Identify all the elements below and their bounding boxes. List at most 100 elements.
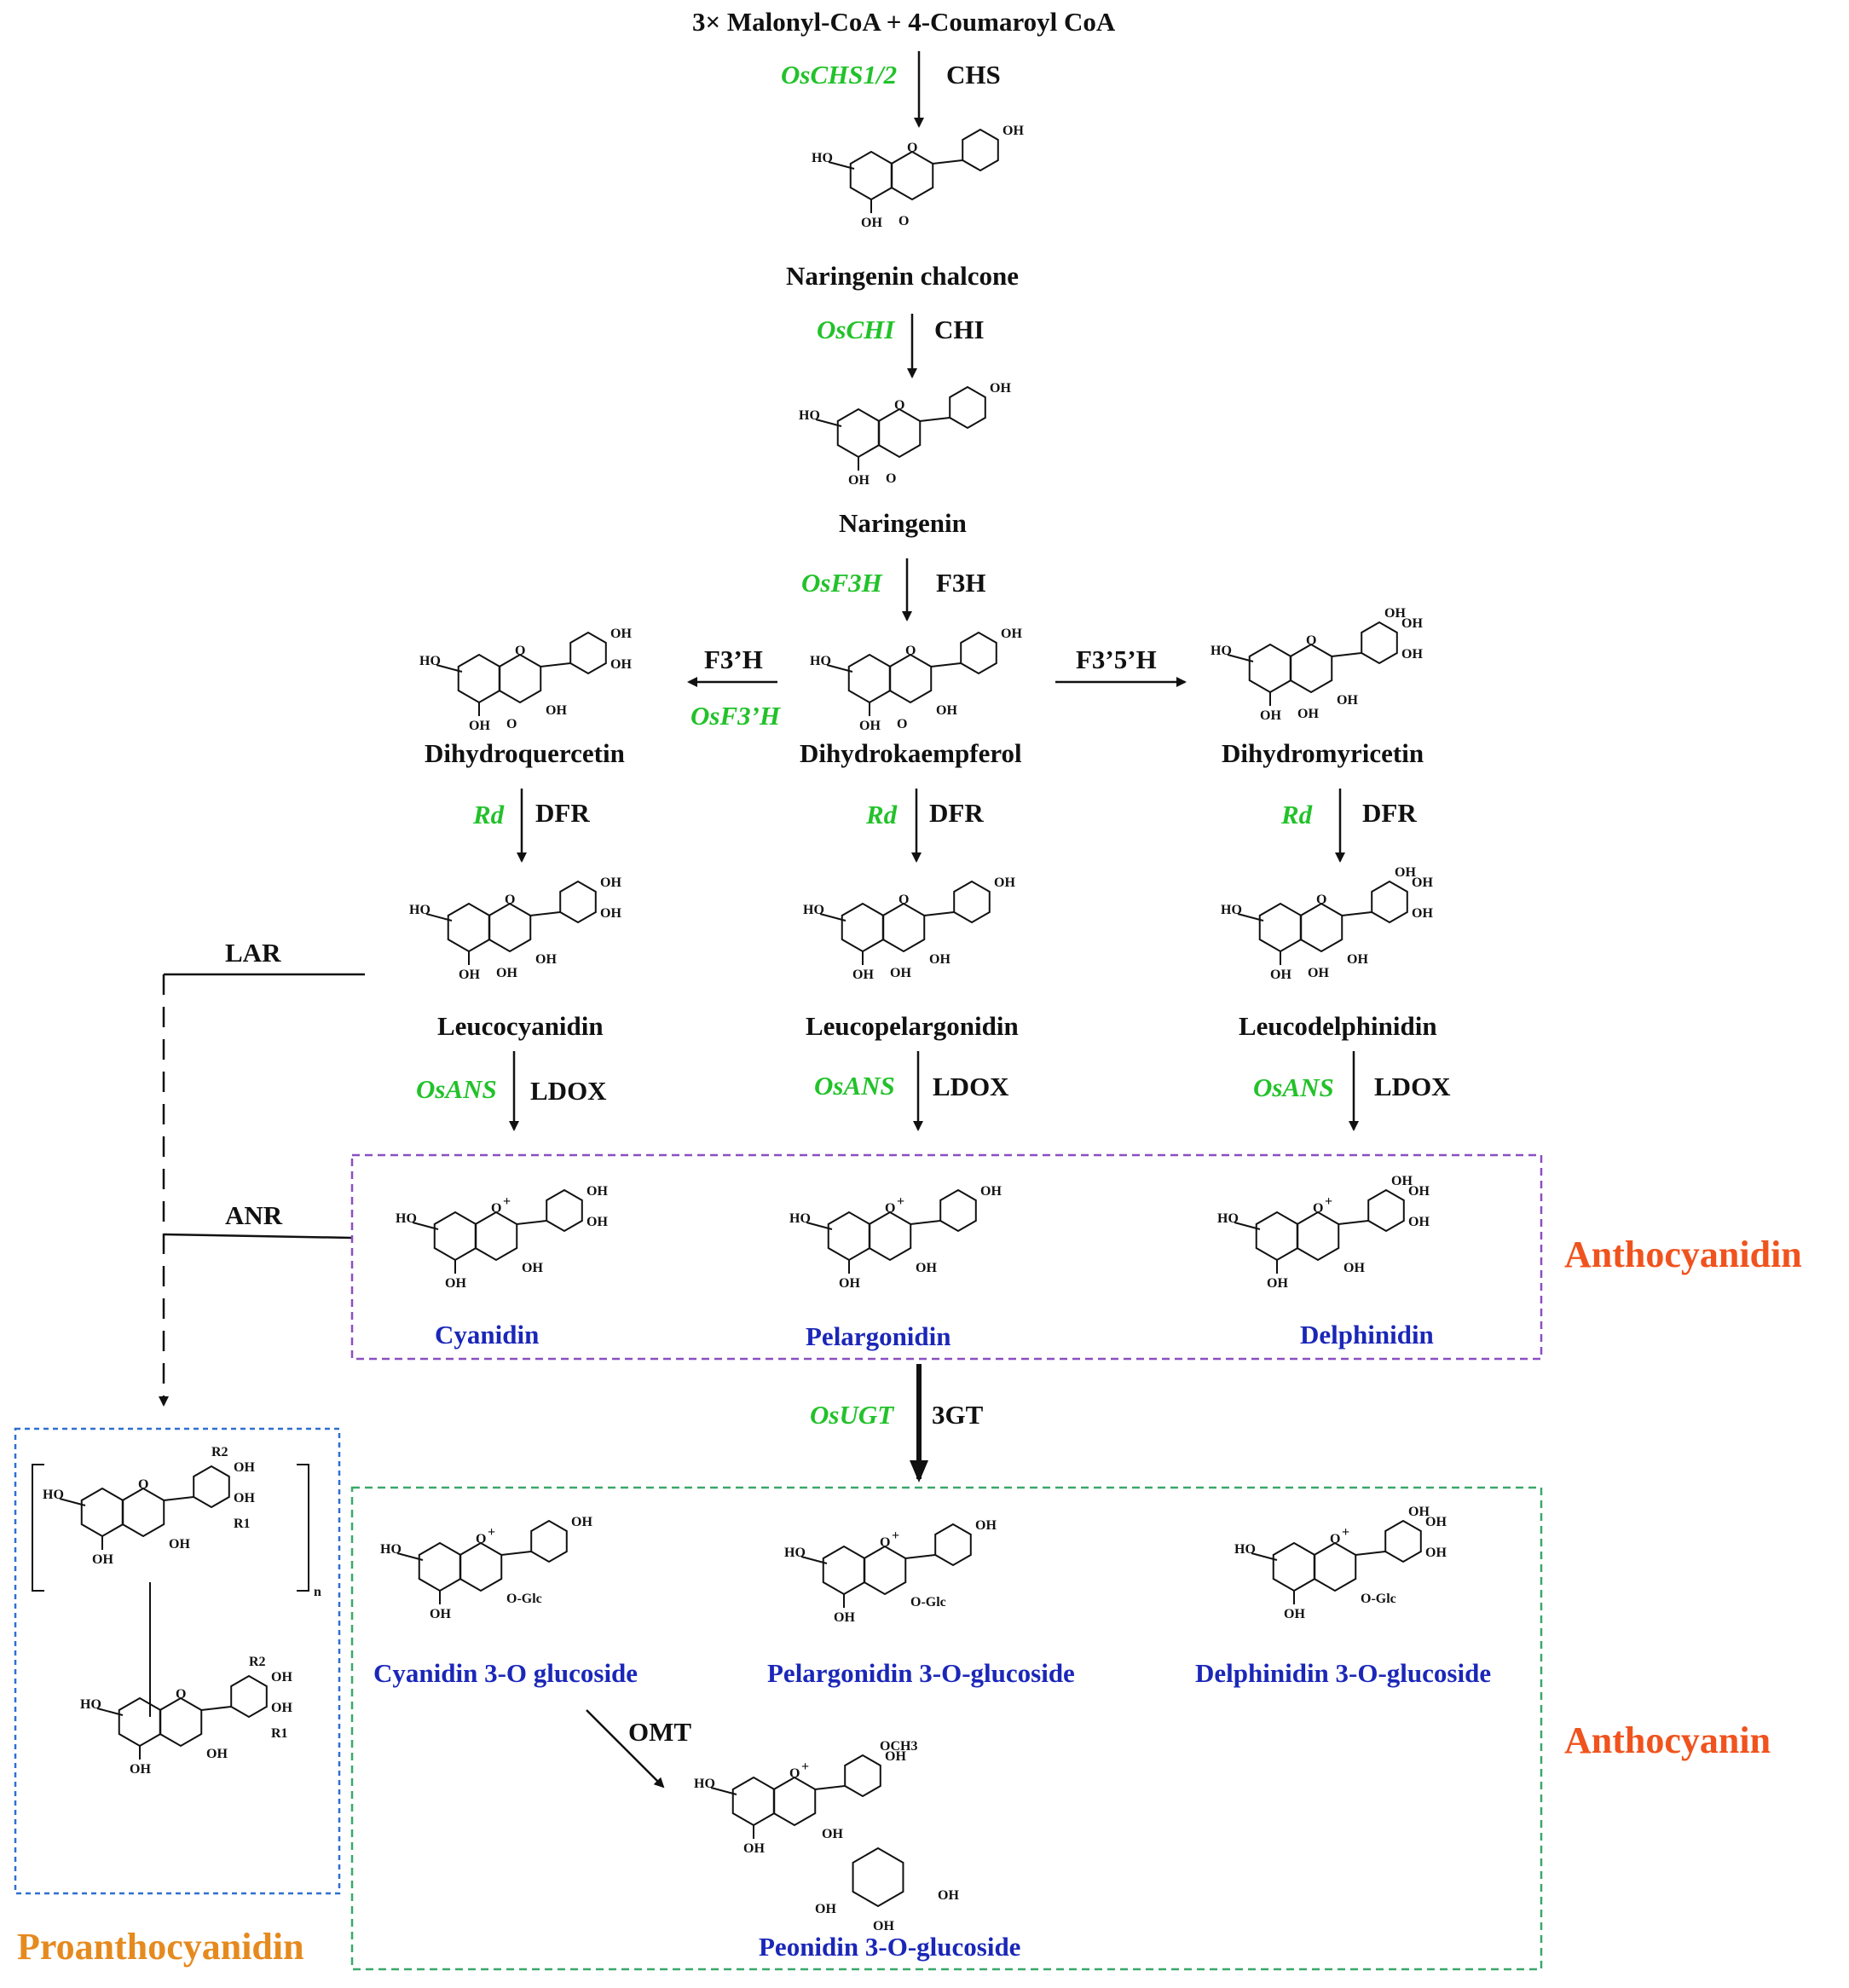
leucopelargonidin-structure-o-label: O bbox=[898, 893, 909, 907]
proanthocyanidin-upper-structure-oh5-label: OH bbox=[92, 1552, 113, 1567]
glucose-oh2-label: OH bbox=[822, 1827, 843, 1841]
dihydroquercetin-structure-o-label: O bbox=[515, 644, 525, 658]
proanthocyanidin-lower-structure-oh4p-label: OH bbox=[271, 1670, 292, 1685]
delphinidin-structure-oh4p-label: OH bbox=[1408, 1184, 1430, 1199]
peonidin-och3-label: OCH3 bbox=[880, 1739, 917, 1754]
proanthocyanidin-box bbox=[14, 1427, 341, 1895]
dihydrokaempferol-structure-oh3-label: OH bbox=[936, 703, 957, 718]
pelargonidin-3g-structure-oh5-label: OH bbox=[834, 1610, 855, 1625]
leucodelphinidin-structure-o-label: O bbox=[1316, 893, 1326, 907]
leucocyanidin-structure-ho-label: HO bbox=[409, 903, 430, 917]
leucopelargonidin-structure-oh5-label: OH bbox=[852, 968, 874, 982]
leucocyanidin-structure-oh3-label: OH bbox=[535, 952, 557, 967]
leucodelphinidin-structure-c4-label: OH bbox=[1308, 966, 1329, 980]
compound-leucocyanidin: Leucocyanidin bbox=[437, 1011, 604, 1041]
leucocyanidin-structure-oh4p-label: OH bbox=[600, 876, 621, 890]
dihydromyricetin-structure-ho-label: HO bbox=[1211, 644, 1232, 658]
enzyme-f3ph: F3’H bbox=[704, 644, 763, 674]
delphinidin-structure-ho-label: HO bbox=[1217, 1211, 1239, 1226]
dihydroquercetin-structure-oh4p-label: OH bbox=[610, 627, 632, 641]
proanthocyanidin-upper-structure-oh3p-label: OH bbox=[234, 1491, 255, 1505]
compound-cyanidin-3g: Cyanidin 3-O glucoside bbox=[373, 1658, 638, 1688]
pa-upper-r1-label: R1 bbox=[234, 1517, 251, 1531]
delphinidin-3g-structure-plus-label: + bbox=[1342, 1525, 1349, 1540]
anthocyanidin-box bbox=[350, 1153, 1543, 1361]
class-anthocyanidin: Anthocyanidin bbox=[1564, 1234, 1802, 1275]
dihydromyricetin-structure-c4-label: OH bbox=[1297, 707, 1319, 721]
cyanidin-structure-o-label: O bbox=[491, 1201, 501, 1216]
dihydromyricetin-structure-o-label: O bbox=[1306, 633, 1316, 648]
enzyme-ldox-mid: LDOX bbox=[933, 1072, 1009, 1101]
naringenin-structure-oh4p-label: OH bbox=[990, 381, 1011, 396]
proanthocyanidin-lower-structure-o-label: O bbox=[176, 1687, 186, 1702]
enzyme-dfr-right: DFR bbox=[1362, 798, 1417, 828]
enzyme-dfr-left: DFR bbox=[535, 798, 590, 828]
enzyme-f3h: F3H bbox=[936, 568, 986, 598]
pa-lower-r2-label: R2 bbox=[249, 1655, 266, 1669]
repeat-n-label: n bbox=[314, 1585, 321, 1599]
leucodelphinidin-structure-ho-label: HO bbox=[1221, 903, 1242, 917]
delphinidin-structure-plus-label: + bbox=[1325, 1194, 1332, 1209]
compound-pelargonidin-3g: Pelargonidin 3-O-glucoside bbox=[767, 1658, 1075, 1688]
delphinidin-3g-structure-oh5p-label: OH bbox=[1408, 1505, 1430, 1519]
naringenin-structure-oh5-label: OH bbox=[848, 473, 870, 488]
dihydroquercetin-structure-oh5-label: OH bbox=[469, 719, 490, 733]
delphinidin-structure-oh5-label: OH bbox=[1267, 1276, 1288, 1291]
glucose-oh6-label: OH bbox=[938, 1888, 959, 1903]
leucopelargonidin-structure-oh4p-label: OH bbox=[994, 876, 1015, 890]
dihydromyricetin-structure-oh5-label: OH bbox=[1260, 708, 1281, 723]
delphinidin-structure-oh3p-label: OH bbox=[1408, 1215, 1430, 1229]
dihydrokaempferol-structure-oh5-label: OH bbox=[859, 719, 881, 733]
naringenin-chalcone-structure-o-label: O bbox=[907, 141, 917, 155]
leucodelphinidin-structure-oh5p-label: OH bbox=[1395, 865, 1416, 880]
arrow-omt bbox=[586, 1709, 665, 1789]
cyanidin-3g-structure-plus-label: + bbox=[488, 1525, 495, 1540]
delphinidin-structure-oh3-label: OH bbox=[1343, 1261, 1365, 1275]
gene-dfr-left: Rd bbox=[473, 800, 505, 829]
delphinidin-3g-structure-oh5-label: OH bbox=[1284, 1607, 1305, 1621]
pa-upper-r2-label: R2 bbox=[211, 1445, 228, 1459]
compound-naringenin-chalcone: Naringenin chalcone bbox=[786, 261, 1019, 291]
enzyme-anr: ANR bbox=[225, 1200, 283, 1230]
cyanidin-structure-oh5-label: OH bbox=[445, 1276, 466, 1291]
dihydroquercetin-structure-oh3-label: OH bbox=[546, 703, 567, 718]
pelargonidin-3g-structure-plus-label: + bbox=[892, 1529, 899, 1543]
gene-chs: OsCHS1/2 bbox=[781, 60, 898, 90]
cyanidin-structure-oh4p-label: OH bbox=[586, 1184, 608, 1199]
enzyme-chs: CHS bbox=[946, 60, 1001, 90]
delphinidin-3g-structure-oh3p-label: OH bbox=[1425, 1546, 1447, 1560]
naringenin-chalcone-structure-ho-label: HO bbox=[812, 151, 833, 165]
gene-chi: OsCHI bbox=[817, 315, 895, 344]
compound-leucopelargonidin: Leucopelargonidin bbox=[806, 1011, 1019, 1041]
gene-ldox-left: OsANS bbox=[416, 1074, 497, 1104]
glucose-oh3-label: OH bbox=[815, 1902, 836, 1916]
proanthocyanidin-upper-structure-oh3-label: OH bbox=[169, 1537, 190, 1552]
naringenin-chalcone-structure-oh4p-label: OH bbox=[1003, 124, 1024, 138]
enzyme-ldox-right: LDOX bbox=[1374, 1072, 1451, 1101]
dihydromyricetin-structure-oh5p-label: OH bbox=[1384, 606, 1406, 621]
naringenin-structure-c4-label: O bbox=[886, 471, 896, 486]
dihydromyricetin-structure-oh4p-label: OH bbox=[1401, 616, 1423, 631]
leucodelphinidin-structure-oh5-label: OH bbox=[1270, 968, 1291, 982]
compound-dihydroquercetin: Dihydroquercetin bbox=[425, 738, 625, 768]
pelargonidin-3g-structure-o-label: O bbox=[880, 1535, 890, 1550]
delphinidin-3g-structure-oh3-label: O-Glc bbox=[1361, 1592, 1396, 1606]
dihydroquercetin-structure-oh3p-label: OH bbox=[610, 657, 632, 672]
leucopelargonidin-structure-c4-label: OH bbox=[890, 966, 911, 980]
pelargonidin-structure-oh5-label: OH bbox=[839, 1276, 860, 1291]
enzyme-ldox-left: LDOX bbox=[530, 1076, 607, 1106]
peonidin-3g-structure-ho-label: HO bbox=[694, 1777, 715, 1791]
class-proanthocyanidin: Proanthocyanidin bbox=[17, 1926, 304, 1968]
compound-peonidin-3g: Peonidin 3-O-glucoside bbox=[759, 1932, 1021, 1962]
naringenin-structure-ho-label: HO bbox=[799, 408, 820, 423]
compound-delphinidin-3g: Delphinidin 3-O-glucoside bbox=[1195, 1658, 1492, 1688]
